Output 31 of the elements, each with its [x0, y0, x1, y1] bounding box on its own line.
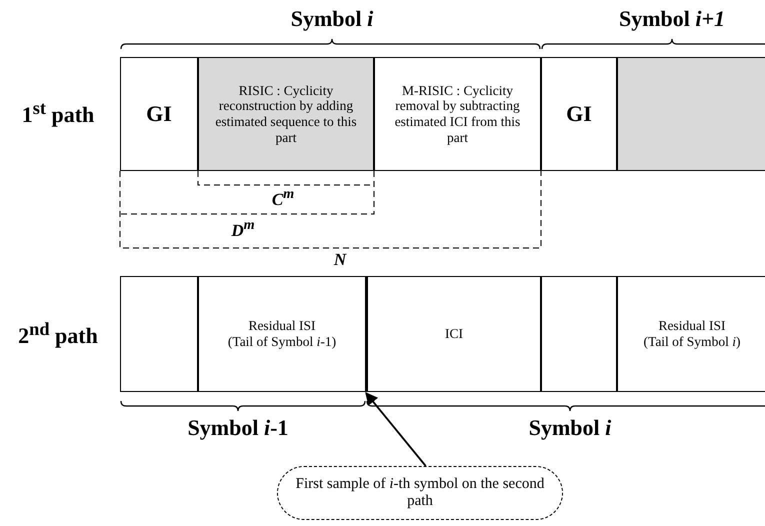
symbol-label: Symbol i-1: [188, 415, 288, 441]
cell-text: First sample of i-th symbol on the second path: [294, 476, 546, 510]
symbol-label: Symbol i+1: [618, 6, 726, 32]
callout-bubble: [277, 466, 563, 520]
segment-cell: [541, 276, 617, 392]
dimension-label: C$^{m}$: [272, 186, 294, 210]
symbol-label: Symbol i: [290, 6, 374, 32]
cell-text: ICI: [445, 326, 463, 342]
cell-text: Residual ISI: [658, 318, 726, 334]
guard-interval-cell: [541, 57, 617, 171]
segment-cell: [120, 276, 198, 392]
segment-cell: [617, 57, 765, 171]
cell-text: RISIC : Cyclicity reconstruction by adding estimated sequence to this part: [214, 82, 358, 146]
segment-cell: [198, 276, 366, 392]
cell-text: Residual ISI: [248, 318, 316, 334]
shaded-segment-cell: [198, 57, 374, 171]
cell-text: (Tail of Symbol i): [644, 334, 740, 350]
cell-text: (Tail of Symbol i-1): [228, 334, 336, 350]
path-label: 2$^{nd}$ path: [18, 318, 98, 350]
dimension-label: N: [334, 250, 346, 270]
arrow: [365, 392, 426, 467]
segment-cell: [374, 57, 541, 171]
cell-text: M-RISIC : Cyclicity removal by subtracting estimated ICI from this part: [394, 82, 522, 146]
guard-interval-cell: [120, 57, 198, 171]
segment-cell: [366, 276, 541, 392]
cell-label: GI: [146, 101, 172, 127]
dimension-label: D$^{m}$: [231, 217, 255, 241]
symbol-label: Symbol i: [528, 415, 612, 441]
path-label: 1$^{st}$ path: [22, 98, 94, 128]
segment-cell: [617, 276, 765, 392]
cell-label: GI: [566, 101, 592, 127]
